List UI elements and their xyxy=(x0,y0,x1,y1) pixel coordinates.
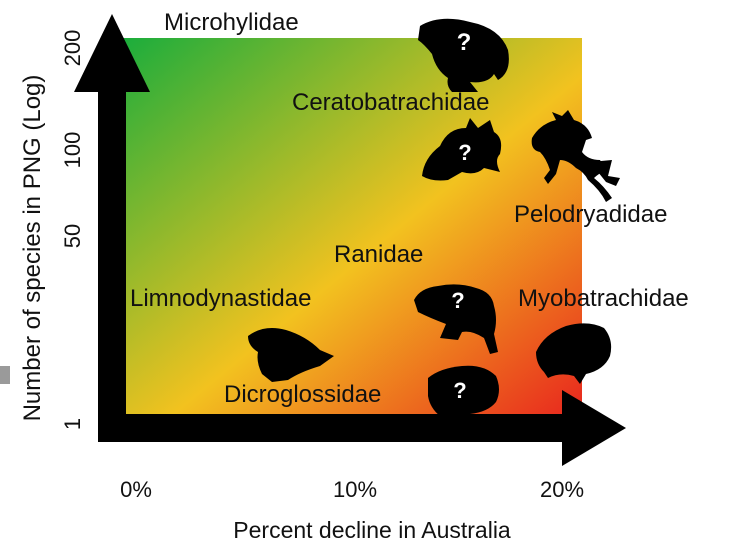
x-tick-10: 10% xyxy=(333,477,377,502)
label-microhylidae: Microhylidae xyxy=(164,9,299,36)
edge-mark xyxy=(0,366,10,384)
y-axis-label: Number of species in PNG (Log) xyxy=(19,75,46,422)
y-tick-50: 50 xyxy=(60,224,85,248)
y-tick-200: 200 xyxy=(60,30,85,67)
y-tick-100: 100 xyxy=(60,132,85,169)
label-ceratobatrachidae: Ceratobatrachidae xyxy=(292,89,489,116)
microhylidae-question-mark: ? xyxy=(457,29,472,56)
label-dicroglossidae: Dicroglossidae xyxy=(224,381,381,408)
x-axis-label: Percent decline in Australia xyxy=(233,517,511,543)
x-tick-20: 20% xyxy=(540,477,584,502)
x-tick-0: 0% xyxy=(120,477,152,502)
y-tick-1: 1 xyxy=(60,418,85,430)
label-limnodynastidae: Limnodynastidae xyxy=(130,285,311,312)
ceratobatrachidae-question-mark: ? xyxy=(458,140,471,165)
label-pelodryadidae: Pelodryadidae xyxy=(514,201,667,228)
ranidae-question-mark: ? xyxy=(451,288,464,313)
frog-dicroglossidae-icon: ? xyxy=(428,366,499,416)
dicroglossidae-question-mark: ? xyxy=(453,378,466,403)
label-ranidae: Ranidae xyxy=(334,241,423,268)
label-myobatrachidae: Myobatrachidae xyxy=(518,285,689,312)
